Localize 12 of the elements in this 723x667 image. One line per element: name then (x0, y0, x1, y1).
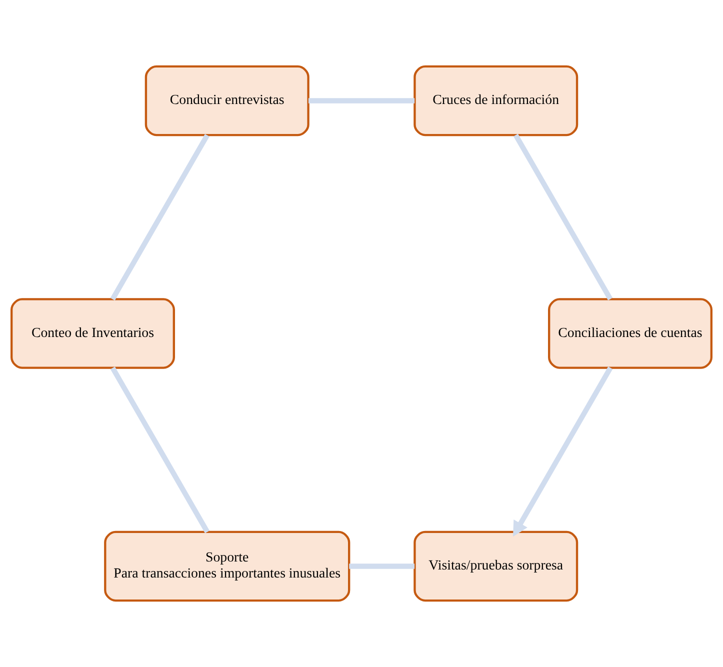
node-box: Conteo de Inventarios (10, 298, 175, 369)
node-box: Conducir entrevistas (144, 65, 310, 136)
node-box: Cruces de información (414, 65, 578, 136)
connector (349, 564, 415, 569)
node-box: Conciliaciones de cuentas (548, 298, 712, 369)
connector (110, 366, 210, 534)
arrow (512, 366, 613, 537)
connector (110, 134, 210, 300)
node-box: Visitas/pruebas sorpresa (414, 530, 578, 602)
node-box: Soporte Para transacciones importantes inusuales (104, 530, 350, 602)
connector (308, 98, 415, 104)
connector (513, 134, 613, 300)
